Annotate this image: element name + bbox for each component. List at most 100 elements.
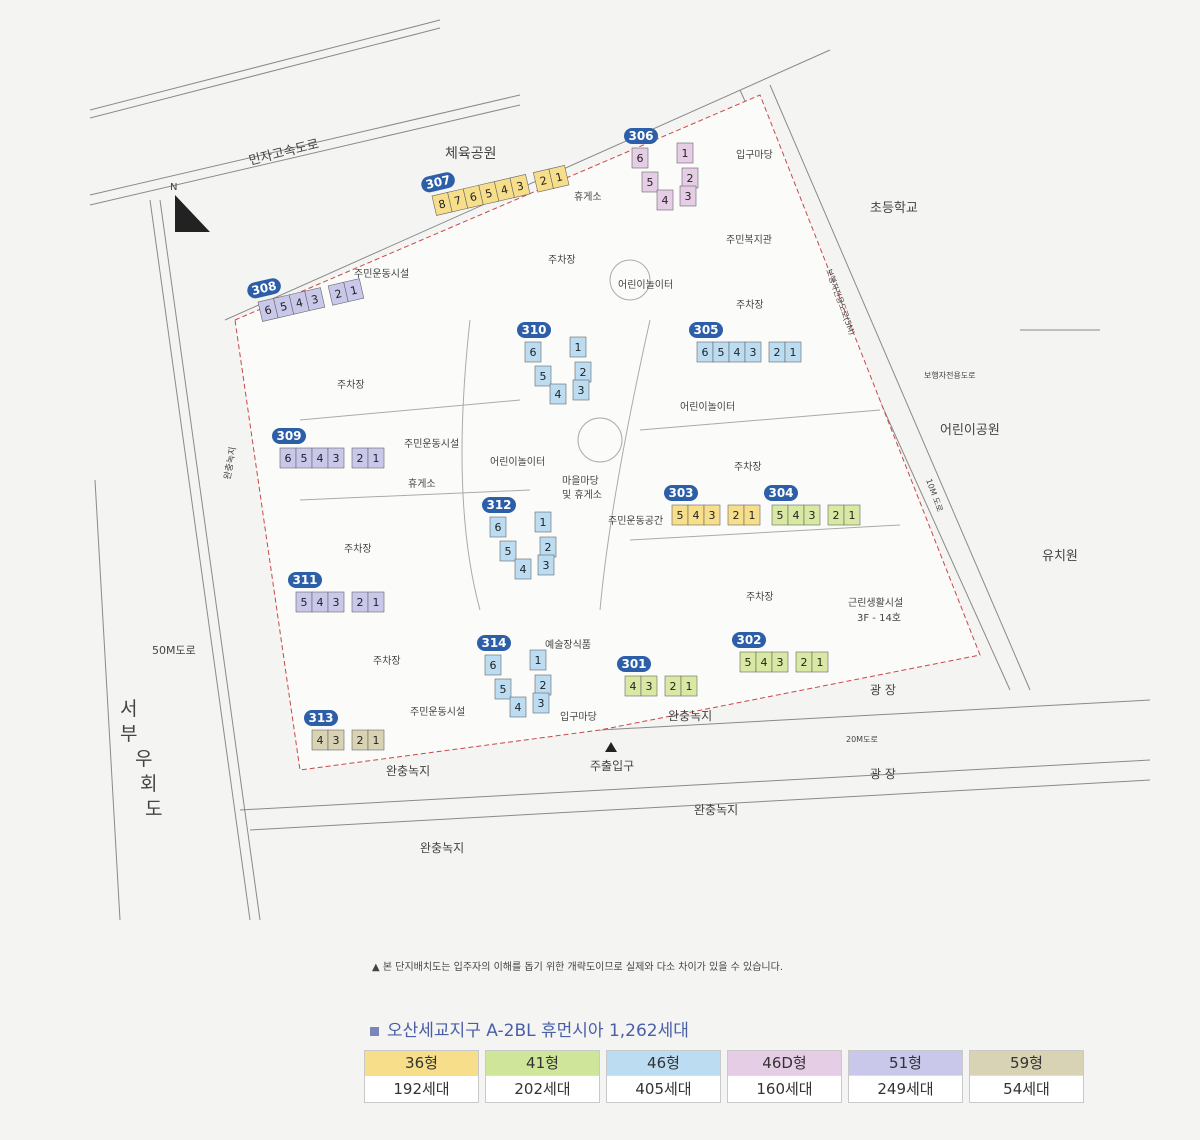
unit-number: 6 — [285, 452, 292, 465]
label-parking-2: 주차장 — [337, 379, 365, 391]
unit-number: 5 — [718, 346, 725, 359]
label-sports-park: 체육공원 — [445, 146, 497, 162]
building-badge — [477, 635, 511, 651]
building-number: 303 — [668, 486, 693, 500]
building-badge — [247, 278, 281, 299]
building-badge — [421, 172, 455, 193]
legend-type: 46형 — [607, 1051, 720, 1075]
label-parking-6: 주차장 — [746, 591, 774, 603]
unit-block — [484, 654, 502, 676]
legend-type: 59형 — [970, 1051, 1083, 1075]
unit-number: 5 — [279, 300, 289, 314]
unit-number: 2 — [670, 680, 677, 693]
label-buffer-left: 완충녹지 — [222, 446, 239, 481]
label-west-ring-road: 서 부 우 회 도 — [120, 698, 162, 820]
unit-block — [534, 511, 552, 533]
unit-number: 1 — [373, 596, 380, 609]
unit-block — [509, 696, 527, 718]
unit-number: 3 — [709, 509, 716, 522]
svg-text:회: 회 — [140, 773, 157, 795]
unit-block — [343, 278, 365, 303]
label-entrance-yard-bottom: 입구마당 — [560, 710, 597, 723]
building-number: 308 — [250, 279, 278, 298]
unit-number: 2 — [357, 452, 364, 465]
unit-block — [631, 147, 649, 169]
unit-number: 4 — [317, 452, 324, 465]
label-fitness-3: 주민운동시설 — [410, 706, 465, 718]
unit-number: 1 — [682, 147, 689, 160]
unit-number: 3 — [333, 734, 340, 747]
building-number: 311 — [292, 573, 317, 587]
unit-number: 6 — [530, 346, 537, 359]
unit-number: 5 — [484, 187, 494, 201]
building-badge — [689, 322, 723, 338]
unit-block — [532, 692, 550, 714]
label-rest-area-1: 휴게소 — [574, 191, 602, 203]
unit-block — [843, 504, 861, 526]
unit-number: 5 — [301, 452, 308, 465]
label-parking-1: 주차장 — [548, 254, 576, 266]
unit-number: 1 — [575, 341, 582, 354]
unit-number: 2 — [539, 174, 549, 188]
building-number: 310 — [521, 323, 546, 337]
unit-block — [771, 651, 789, 673]
building-number: 313 — [308, 711, 333, 725]
building-number: 307 — [424, 173, 452, 192]
complex-title-text: 오산세교지구 A-2BL 휴먼시아 1,262세대 — [387, 1021, 689, 1041]
unit-block — [640, 675, 658, 697]
unit-number: 2 — [540, 679, 547, 692]
building-number: 304 — [768, 486, 793, 500]
unit-number: 6 — [490, 659, 497, 672]
building-badge — [617, 656, 651, 672]
label-playground-3: 어린이놀이터 — [490, 456, 545, 468]
unit-block — [514, 558, 532, 580]
unit-block — [524, 341, 542, 363]
building-badge — [624, 128, 658, 144]
building-number: 306 — [628, 129, 653, 143]
legend-count: 405세대 — [607, 1075, 720, 1102]
unit-block — [327, 447, 345, 469]
unit-number: 5 — [745, 656, 752, 669]
unit-number: 2 — [545, 541, 552, 554]
unit-number: 4 — [662, 194, 669, 207]
svg-text:서: 서 — [120, 698, 137, 720]
unit-block — [304, 287, 326, 312]
building-badge — [517, 322, 551, 338]
unit-number: 4 — [500, 183, 510, 197]
unit-block — [367, 729, 385, 751]
legend-type: 51형 — [849, 1051, 962, 1075]
unit-number: 5 — [500, 683, 507, 696]
unit-number: 1 — [373, 452, 380, 465]
unit-block — [327, 591, 345, 613]
unit-number: 8 — [437, 197, 447, 211]
label-welfare-center: 주민복지관 — [726, 234, 772, 246]
unit-number: 4 — [793, 509, 800, 522]
label-road-20m: 20M도로 — [846, 735, 878, 744]
label-main-entrance: 주출입구 — [590, 759, 634, 773]
road-lines — [89, 19, 1151, 921]
building-badge — [272, 428, 306, 444]
building-number: 302 — [736, 633, 761, 647]
label-art-piece: 예술장식품 — [545, 639, 591, 651]
unit-block — [489, 516, 507, 538]
legend-count: 54세대 — [970, 1075, 1083, 1102]
title-square-icon — [370, 1026, 379, 1036]
building-number: 305 — [693, 323, 718, 337]
unit-number: 5 — [647, 176, 654, 189]
building-badge — [288, 572, 322, 588]
unit-block — [509, 174, 531, 198]
unit-number: 4 — [630, 680, 637, 693]
unit-block — [534, 365, 552, 387]
unit-number: 3 — [543, 559, 550, 572]
building-number: 301 — [621, 657, 646, 671]
unit-number: 2 — [774, 346, 781, 359]
building-badge — [482, 497, 516, 513]
